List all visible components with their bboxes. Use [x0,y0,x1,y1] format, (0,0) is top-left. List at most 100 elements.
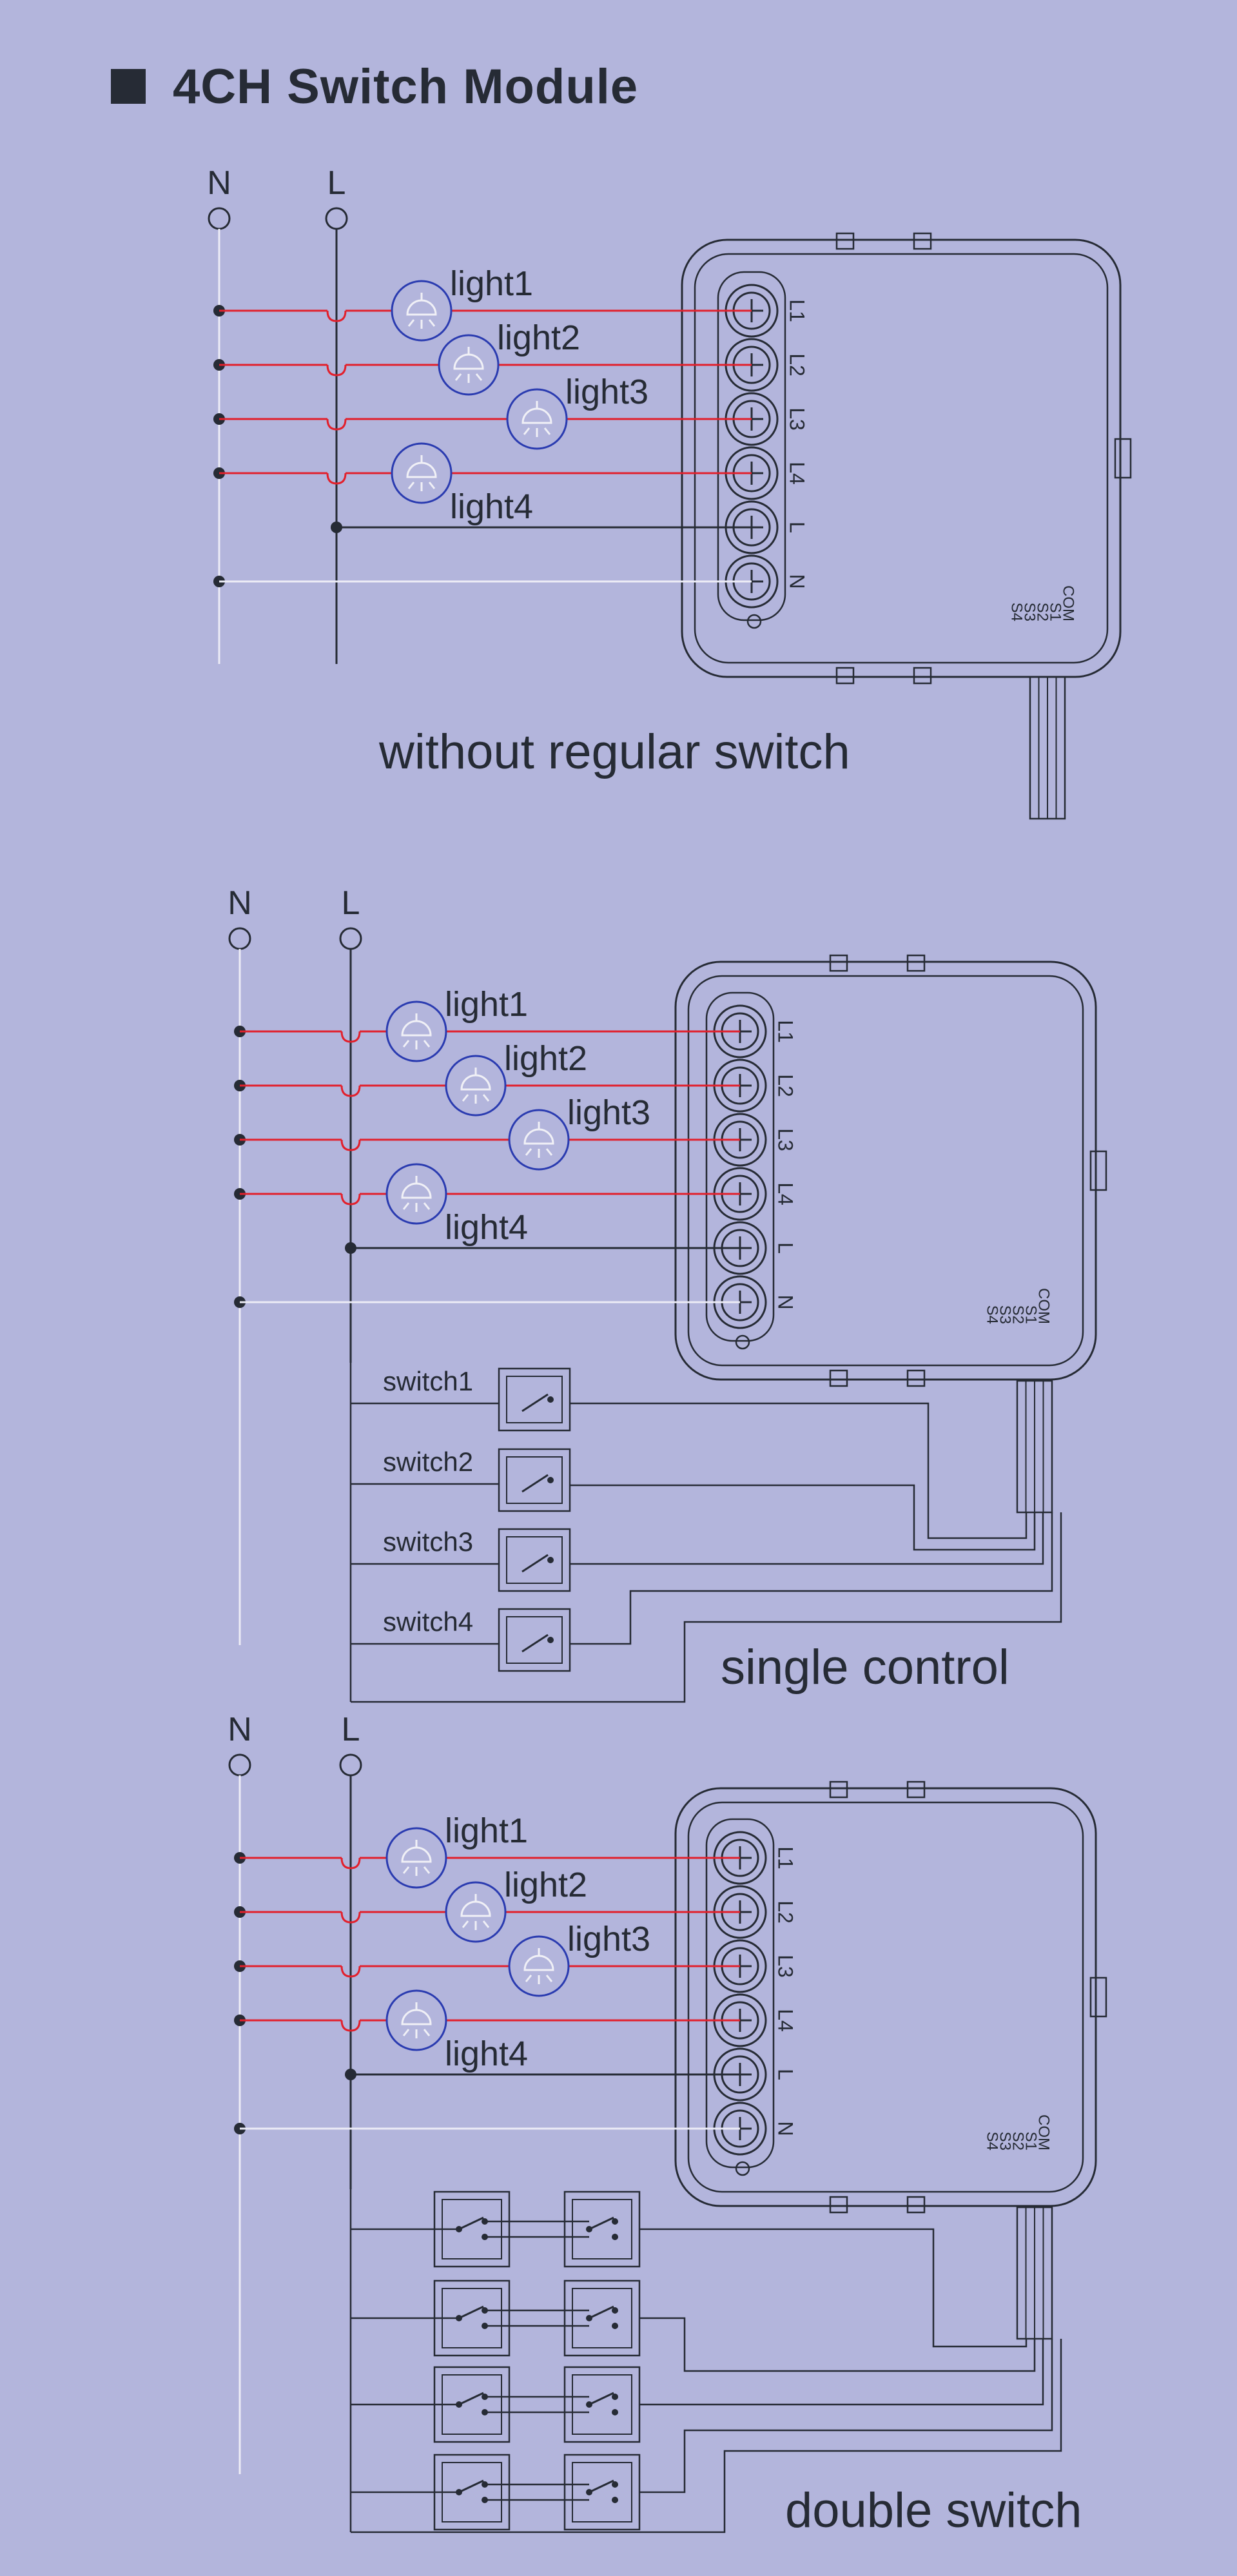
switch-1-label: switch1 [383,1366,473,1396]
switch-contact [547,1396,554,1403]
lamp-ray [402,1040,410,1048]
terminal-label-l1: L1 [774,1846,797,1869]
lamp-bulb [406,299,437,316]
module-tab [829,2196,848,2214]
switch2-return-wire [639,2317,1036,2372]
wire-crossing-hop [340,1193,361,1205]
terminal-label-l2: L2 [774,1900,797,1924]
single-switch-icon [498,1608,571,1672]
light-1-label: light1 [445,1811,528,1850]
light-1-icon [391,280,453,342]
light-2-label: light2 [497,318,580,357]
wire-crossing-hop [340,1911,361,1924]
terminal-label-l1: L1 [774,1020,797,1043]
switch-lever [589,2392,614,2406]
module-pin-label-s4: S4 [984,1305,1001,1324]
module-tab [835,667,855,685]
light-3-icon [506,388,568,450]
lamp-ray [543,427,551,435]
lamp-ray [545,1975,553,1982]
lamp-ray [407,482,415,489]
lamp-ray [482,1920,490,1928]
live-terminal-icon [325,207,348,230]
switch3-return-wire [570,1512,1044,1565]
module-tab [906,1369,926,1387]
wire-crossing-hop [326,418,347,431]
lamp-bulb [401,2009,432,2025]
switch-lever [589,2479,614,2493]
terminal-label-l2: L2 [786,353,809,376]
module-pin-label-s4: S4 [1008,603,1026,621]
lamp-bulb [460,1074,491,1091]
switch-inner [506,1536,563,1584]
terminal-label-l3: L3 [786,407,809,431]
live-label: L [327,164,346,202]
terminal-label-l3: L3 [774,1955,797,1978]
single-switch-icon [498,1367,571,1432]
module-side-tab [1089,1150,1107,1191]
lamp-ring [506,388,568,450]
lamp-ray [482,1094,490,1102]
lamp-ring [445,1055,507,1117]
module-side-tab [1114,438,1132,479]
switch-lever [458,2479,484,2493]
lamp-ray [423,1866,431,1874]
switch-outer [563,2191,641,2268]
switch-outer [498,1367,571,1432]
switch-lever [589,2216,614,2230]
lamp-bulb [406,462,437,478]
switch-inner [572,2462,632,2522]
light-1-label: light1 [445,985,528,1024]
switch-lever [458,2216,484,2230]
live-terminal-icon [339,1753,362,1777]
light-4-label: light4 [450,487,533,526]
switch-outer [498,1528,571,1592]
module-lead-wires [1016,2206,1053,2340]
two-way-switch-icon [563,2191,641,2268]
light-1-label: light1 [450,264,533,303]
neutral-terminal-icon [208,207,231,230]
section-caption: without regular switch [378,725,850,779]
light-2-label: light2 [504,1039,587,1078]
module-pin-label-com: COM [1060,585,1077,621]
wire-crossing-hop [326,364,347,376]
switch1-return-wire [639,2228,1028,2348]
module-pin-label-com: COM [1035,1288,1053,1324]
module-pin-label-s3: S3 [1021,603,1038,621]
switch-contact [612,2307,618,2314]
lamp-bulb [523,1128,554,1145]
switch-contact [547,1637,554,1643]
two-way-switch-icon [563,2454,641,2531]
module-pin-label-com: COM [1035,2114,1053,2151]
switch-contact [612,2234,618,2240]
light-3-icon [508,1935,570,1997]
light-1-icon [385,1827,447,1889]
light-3-label: light3 [567,1920,650,1958]
switch-inner [506,1376,563,1423]
lamp-ray [423,1040,431,1048]
module-outline [674,961,1097,1381]
module-lead-wires [1016,1380,1053,1514]
lamp-ring [391,280,453,342]
terminal-label-l1: L1 [786,299,809,322]
terminal-housing [705,1818,775,2169]
neutral-label: N [207,164,231,202]
module-led [746,614,762,629]
switch4-return-wire [639,2339,1053,2493]
module-tab [829,1781,848,1799]
switch-lever [521,1554,549,1573]
terminal-housing [717,271,786,621]
module-tab [906,954,926,972]
lamp-ray [407,319,415,327]
switch-outer [498,1448,571,1512]
lamp-ring [438,334,500,396]
lamp-ray [423,1202,431,1210]
module-tab [913,667,932,685]
module-tab [913,232,932,250]
switch1-return-wire [570,1402,1028,1539]
terminal-label-n: N [774,2121,797,2136]
lamp-ray [545,1148,553,1156]
